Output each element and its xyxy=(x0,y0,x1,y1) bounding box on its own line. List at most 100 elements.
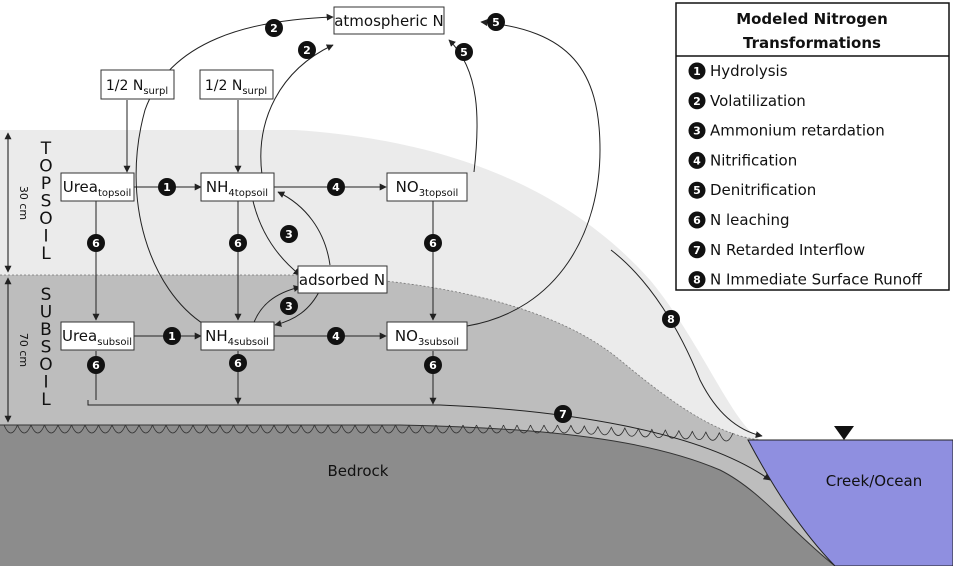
pool-nsurpl-urea: 1/2 Nsurpl xyxy=(100,69,175,100)
water-label: Creek/Ocean xyxy=(826,472,923,490)
badge-runoff: 8 xyxy=(662,310,680,328)
legend-item: 7 N Retarded Interflow xyxy=(688,241,865,259)
pool-no3-subsoil-label: NO3subsoil xyxy=(395,327,459,348)
subsoil-letter: O xyxy=(39,355,52,375)
badge-volatilization-b: 2 xyxy=(298,41,316,59)
legend-item-badge xyxy=(688,151,706,169)
topsoil-letter: O xyxy=(39,209,52,229)
pool-nh4-topsoil-label: NH4topsoil xyxy=(206,178,268,199)
legend-item: 6 N leaching xyxy=(688,211,790,229)
svg-text:1: 1 xyxy=(168,330,176,343)
topsoil-letter: T xyxy=(40,139,52,159)
legend-title-line2: Transformations xyxy=(743,34,881,52)
topsoil-letter: S xyxy=(41,192,52,212)
subsoil-letter: B xyxy=(40,320,52,340)
subsoil-letter: S xyxy=(41,338,52,358)
arrow-denitrification-sub xyxy=(466,19,601,327)
legend-item-label: Ammonium retardation xyxy=(710,122,885,140)
badge-leach-urea-sub: 6 xyxy=(87,356,105,374)
legend-item-number: 6 xyxy=(693,214,701,227)
legend-item-label: N leaching xyxy=(710,211,790,229)
legend-item-badge xyxy=(688,122,706,140)
legend-item: 2 Volatilization xyxy=(688,92,806,110)
topsoil-depth-bracket: 30 cm xyxy=(4,132,30,273)
creek-ocean-water xyxy=(747,439,953,566)
arrow-volatilization-top xyxy=(260,44,334,176)
badge-retardation-b: 3 xyxy=(280,297,298,315)
subsoil-letter: S xyxy=(41,285,52,305)
legend-item: 3 Ammonium retardation xyxy=(688,122,885,140)
svg-text:2: 2 xyxy=(303,44,311,57)
pool-no3-topsoil: NO3topsoil xyxy=(386,172,468,202)
legend-item-badge xyxy=(688,241,706,259)
badge-leach-nh4-sub: 6 xyxy=(229,354,247,372)
legend-item-badge xyxy=(688,271,706,289)
badge-hydrolysis-top: 1 xyxy=(158,178,176,196)
svg-text:3: 3 xyxy=(285,228,293,241)
arrow-retardation-sub-in xyxy=(252,285,301,326)
subsoil-depth-label: 70 cm xyxy=(17,333,30,367)
pool-adsorbed: adsorbed N xyxy=(297,265,388,294)
legend-title-line1: Modeled Nitrogen xyxy=(736,10,888,28)
bedrock-layer xyxy=(0,425,835,566)
legend-item-badge xyxy=(688,62,706,80)
badge-hydrolysis-sub: 1 xyxy=(163,327,181,345)
arrow-retardation-top-out xyxy=(277,191,331,266)
svg-text:4: 4 xyxy=(332,330,340,343)
subsoil-letter: U xyxy=(40,303,52,323)
topsoil-letter: L xyxy=(41,244,51,264)
svg-text:3: 3 xyxy=(285,300,293,313)
legend-item-label: Hydrolysis xyxy=(710,62,788,80)
arrow-volatilization-sub xyxy=(135,13,334,326)
legend-item-label: Volatilization xyxy=(710,92,806,110)
legend-item-number: 2 xyxy=(693,95,701,108)
svg-text:6: 6 xyxy=(429,237,437,250)
legend-item-badge xyxy=(688,92,706,110)
pool-urea-subsoil-label: Ureasubsoil xyxy=(62,327,132,348)
subsoil-boundary xyxy=(0,274,761,441)
badge-interflow: 7 xyxy=(554,405,572,423)
badge-leach-no3-top: 6 xyxy=(424,234,442,252)
pool-no3-topsoil-label: NO3topsoil xyxy=(396,178,459,199)
pool-nsurpl-urea-label: 1/2 Nsurpl xyxy=(106,78,168,97)
arrow-retarded-interflow xyxy=(87,400,771,481)
topsoil-letter: I xyxy=(43,227,48,247)
legend-item-number: 1 xyxy=(693,65,701,78)
svg-text:8: 8 xyxy=(667,313,675,326)
arrow-surface-runoff xyxy=(610,249,763,439)
badge-leach-nh4-top: 6 xyxy=(229,234,247,252)
pool-nh4-subsoil: NH4subsoil xyxy=(200,321,275,351)
badge-volatilization-a: 2 xyxy=(265,19,283,37)
legend-item-number: 4 xyxy=(693,154,701,167)
svg-text:7: 7 xyxy=(559,408,567,421)
subsoil-depth-bracket: 70 cm xyxy=(4,277,30,423)
arrow-retardation-sub-out xyxy=(274,289,321,327)
water-level-marker xyxy=(834,426,854,440)
badge-denitrification-a: 5 xyxy=(487,13,505,31)
pool-adsorbed-label: adsorbed N xyxy=(299,271,385,289)
legend-item-badge xyxy=(688,181,706,199)
legend-item-label: Nitrification xyxy=(710,151,797,169)
pool-nh4-subsoil-label: NH4subsoil xyxy=(205,327,269,348)
svg-text:6: 6 xyxy=(429,359,437,372)
legend: Modeled Nitrogen Transformations 1 Hydrol… xyxy=(675,2,950,291)
pool-nh4-topsoil: NH4topsoil xyxy=(200,172,275,202)
legend-item-badge xyxy=(688,211,706,229)
legend-item-label: N Immediate Surface Runoff xyxy=(710,271,922,289)
pool-atmospheric-label: atmospheric N xyxy=(334,12,444,30)
legend-item-number: 7 xyxy=(693,244,701,257)
legend-item-number: 3 xyxy=(693,125,701,138)
svg-text:1: 1 xyxy=(163,181,171,194)
topsoil-letter: P xyxy=(41,174,51,194)
pool-urea-subsoil: Ureasubsoil xyxy=(60,321,135,351)
subsoil-letter: L xyxy=(41,390,51,410)
svg-text:6: 6 xyxy=(234,237,242,250)
pool-nsurpl-nh4-label: 1/2 Nsurpl xyxy=(205,78,267,97)
svg-text:2: 2 xyxy=(270,22,278,35)
badge-nitrification-top: 4 xyxy=(327,178,345,196)
legend-item-label: N Retarded Interflow xyxy=(710,241,865,259)
pool-urea-topsoil-label: Ureatopsoil xyxy=(63,178,132,199)
